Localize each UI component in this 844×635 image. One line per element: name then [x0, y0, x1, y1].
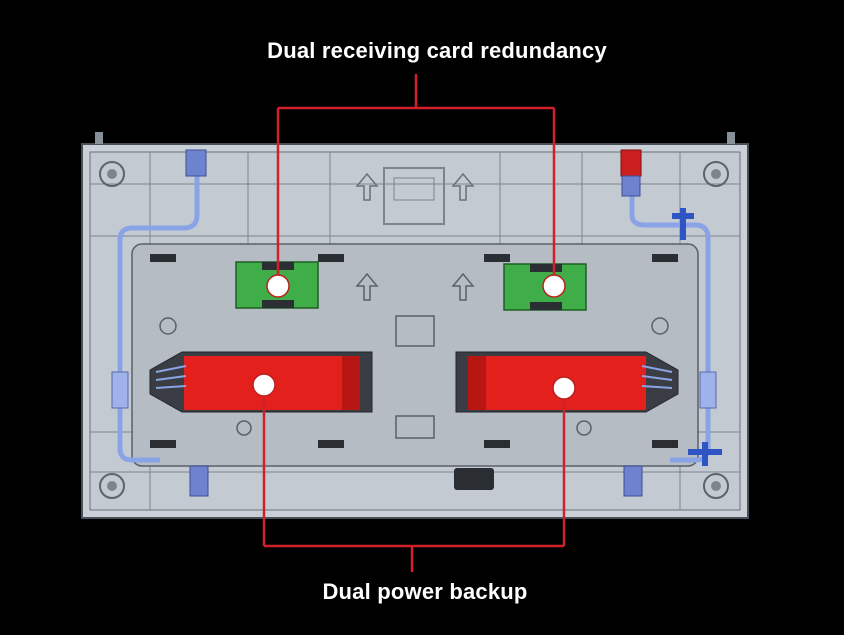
cable-routes — [111, 149, 722, 497]
power-supply-right-marker — [552, 376, 576, 400]
receiving-card-callout — [276, 74, 556, 286]
receiving-card-right-marker — [542, 274, 566, 298]
receiving-card-left-marker — [266, 274, 290, 298]
power-backup-callout — [262, 385, 566, 572]
receiving-card-redundancy-label: Dual receiving card redundancy — [267, 38, 607, 63]
power-supply-left-marker — [252, 373, 276, 397]
power-backup-label: Dual power backup — [322, 579, 528, 604]
